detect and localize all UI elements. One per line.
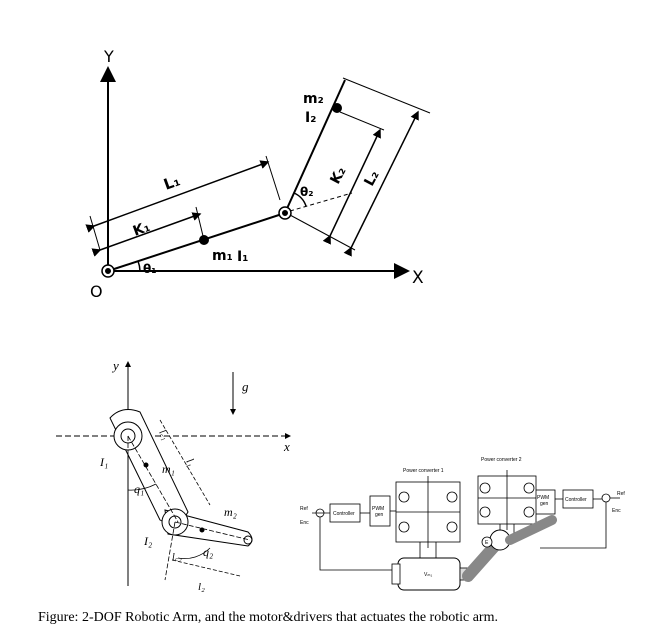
dyn-q2-label: q₂ [203, 545, 213, 559]
dyn-I2-label: I₂ [143, 534, 152, 548]
K1-label: K₁ [131, 219, 152, 240]
motor-driver-diagram [312, 470, 620, 591]
ref-left-label: Ref [300, 506, 308, 512]
I2-label: I₂ [305, 110, 316, 126]
axis-x-label: X [412, 268, 424, 288]
dyn-l2-label: l₂ [198, 581, 205, 593]
origin-label: O [90, 282, 103, 301]
encoder-label: E [485, 540, 489, 546]
dyn-m2-label: m₂ [224, 505, 237, 519]
controller-right-label: Controller [565, 497, 587, 503]
pwm-right-label-1: PWM [537, 495, 549, 501]
pwm-right-label-2: gen [540, 501, 549, 507]
motor-label: Vₘ₁ [424, 572, 432, 578]
L2-label: L₂ [361, 168, 382, 189]
dyn-axis-x-label: x [283, 439, 290, 454]
dyn-q1-label: q₁ [134, 482, 144, 496]
I1-label: I₁ [237, 249, 248, 265]
K2-label: K₂ [327, 164, 349, 187]
dyn-l1-label: l₁ [183, 457, 197, 469]
dyn-axis-y-label: y [111, 358, 119, 373]
pwm-left-label-2: gen [375, 512, 384, 518]
controller-left-label: Controller [333, 511, 355, 517]
pwm-left-label-1: PWM [372, 506, 384, 512]
dyn-I1-label: I₁ [99, 455, 108, 469]
gravity-label: g [242, 379, 249, 394]
theta2-label: θ₂ [300, 185, 314, 199]
figure-canvas: Y X O θ₁ θ₂ L₁ K₁ m₁ I₁ m₂ I₂ K₂ L₂ [56, 47, 625, 593]
mass-1 [199, 235, 209, 245]
m1-label: m₁ [212, 248, 233, 264]
L1-label: L₁ [161, 171, 182, 193]
figure-caption: Figure: 2-DOF Robotic Arm, and the motor… [38, 610, 498, 625]
dyn-lc2-label: l꜀₂ [172, 552, 182, 563]
m2-label: m₂ [303, 91, 324, 107]
link-2 [284, 79, 346, 214]
axis-y-label: Y [103, 47, 114, 66]
theta1-label: θ₁ [143, 262, 157, 276]
dyn-m1-label: m₁ [162, 462, 175, 476]
ref-right-label: Ref [617, 491, 625, 497]
kinematic-diagram [85, 66, 431, 279]
mass-2 [332, 103, 342, 113]
dyn-lc1-label: l꜀₁ [156, 428, 170, 442]
power-converter-1-label: Power converter 1 [403, 468, 444, 474]
dynamic-diagram [56, 361, 291, 586]
power-converter-2-label: Power converter 2 [481, 457, 522, 463]
enc-right-label: Enc [612, 508, 621, 514]
link-1 [107, 212, 286, 272]
enc-left-label: Enc [300, 520, 309, 526]
